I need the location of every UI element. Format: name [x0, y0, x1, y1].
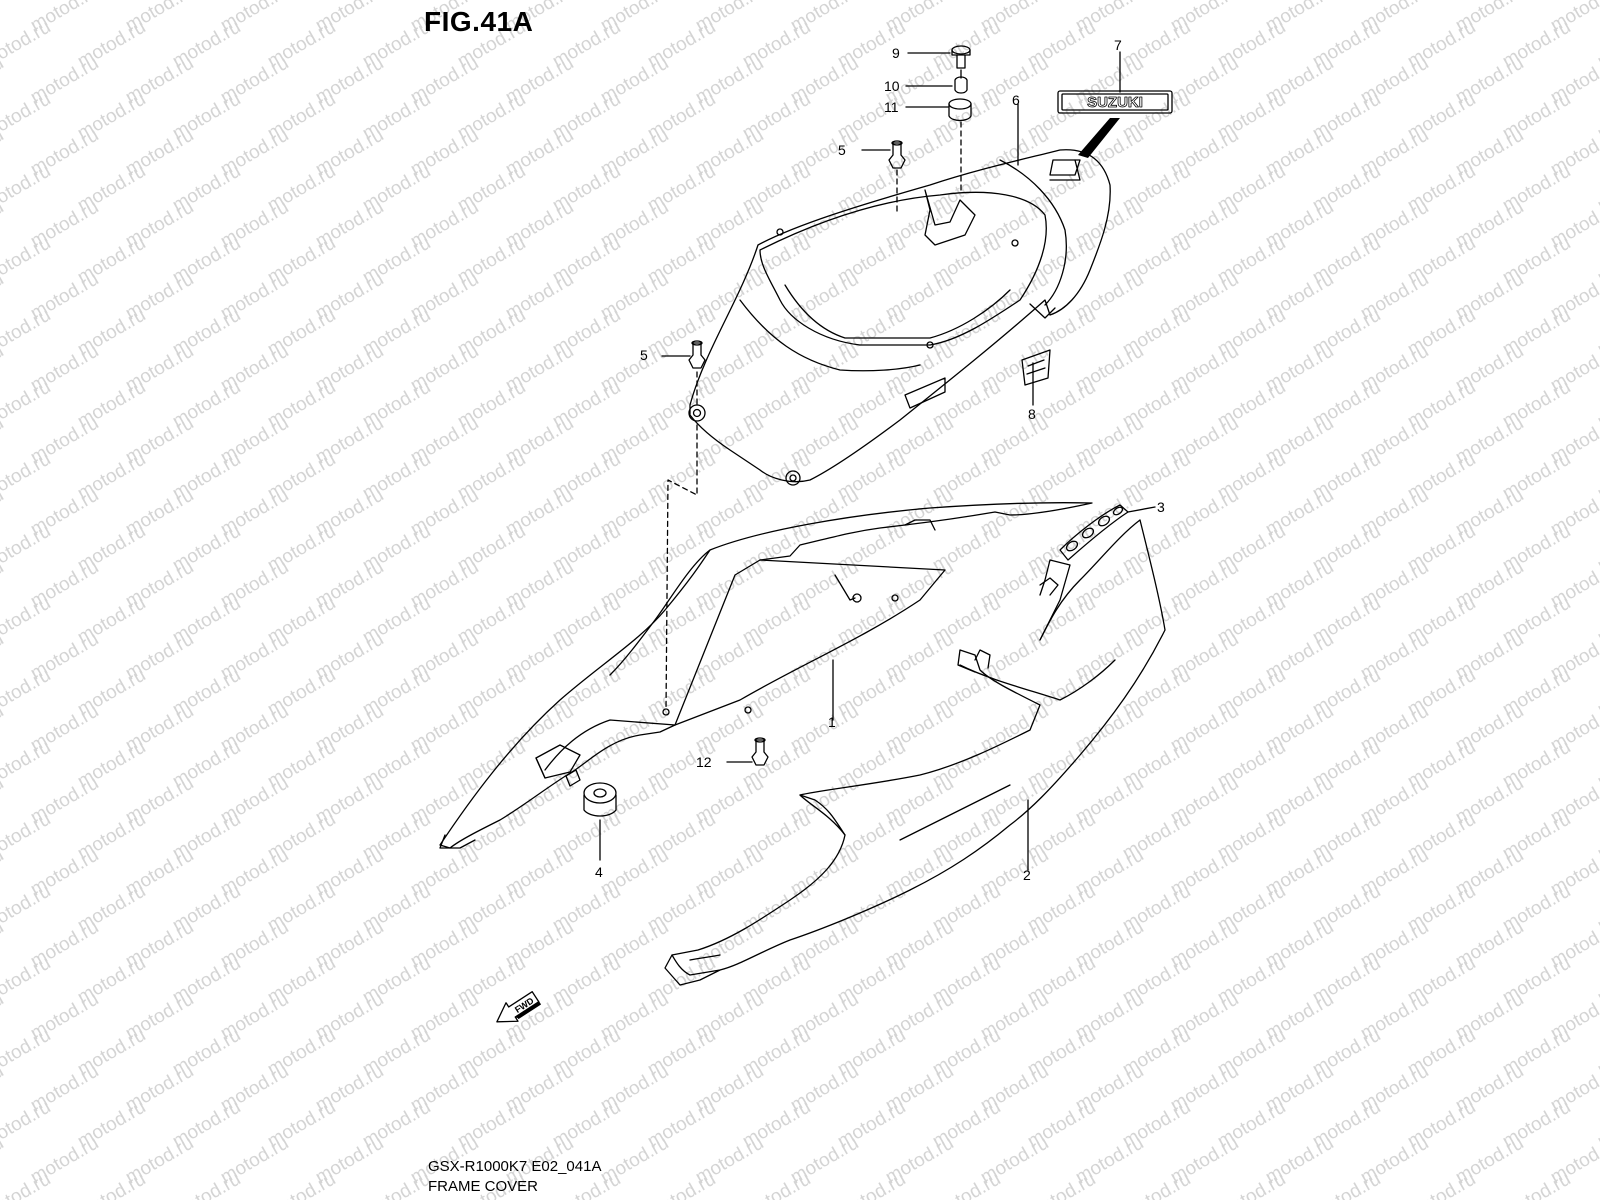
reflector-plate — [1021, 349, 1051, 386]
collar-10 — [954, 76, 968, 94]
callout-2: 2 — [1023, 867, 1031, 883]
side-emblem — [1059, 504, 1129, 561]
callout-4: 4 — [595, 864, 603, 880]
callout-7: 7 — [1114, 37, 1122, 53]
frame-cover-right — [664, 519, 1166, 986]
cushion-11 — [948, 98, 972, 122]
screw-12 — [751, 737, 769, 766]
suzuki-emblem: SUZUKI — [1057, 90, 1173, 158]
callout-5-upper: 5 — [838, 142, 846, 158]
fwd-arrow-icon: FWD — [496, 991, 541, 1023]
callout-9: 9 — [892, 45, 900, 61]
grommet — [565, 769, 617, 817]
callout-5-lower: 5 — [640, 347, 648, 363]
figure-title: FIG.41A — [424, 6, 534, 37]
callout-1: 1 — [828, 714, 836, 730]
callout-10: 10 — [884, 78, 900, 94]
screw-5-upper — [888, 140, 906, 169]
model-code: GSX-R1000K7 E02_041A — [428, 1158, 602, 1175]
callout-6: 6 — [1012, 92, 1020, 108]
seat-tail-cowl — [688, 149, 1111, 486]
bolt-9 — [951, 45, 971, 69]
frame-cover-left — [439, 502, 1093, 849]
callout-3: 3 — [1157, 499, 1165, 515]
callout-8: 8 — [1028, 406, 1036, 422]
callout-12: 12 — [696, 754, 712, 770]
callout-11: 11 — [884, 99, 899, 115]
screw-5-lower — [688, 340, 706, 369]
section-name: FRAME COVER — [428, 1178, 539, 1195]
suzuki-badge-text: SUZUKI — [1087, 94, 1143, 111]
